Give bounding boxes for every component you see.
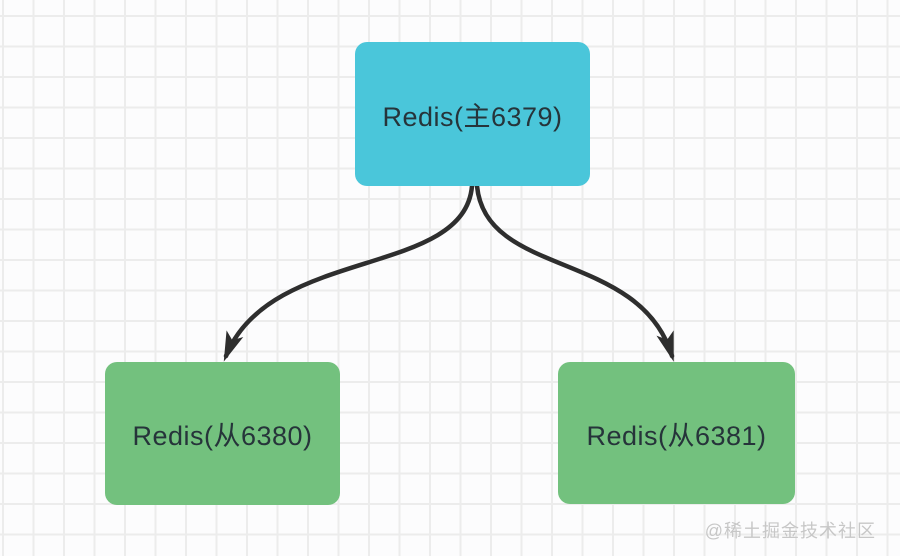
watermark: @稀土掘金技术社区 [704, 521, 876, 541]
node-redis-slave-1-label: Redis(从6380) [132, 421, 313, 451]
edge-master-to-slave2 [474, 183, 675, 362]
node-redis-slave-2-label: Redis(从6381) [586, 420, 767, 451]
node-redis-master-label: Redis(主6379) [382, 101, 563, 132]
node-redis-slave-2[interactable]: Redis(从6381) [558, 362, 795, 504]
edge-master-to-slave1 [223, 183, 475, 362]
node-redis-master[interactable]: Redis(主6379) [355, 42, 590, 186]
node-redis-slave-1[interactable]: Redis(从6380) [105, 362, 340, 505]
